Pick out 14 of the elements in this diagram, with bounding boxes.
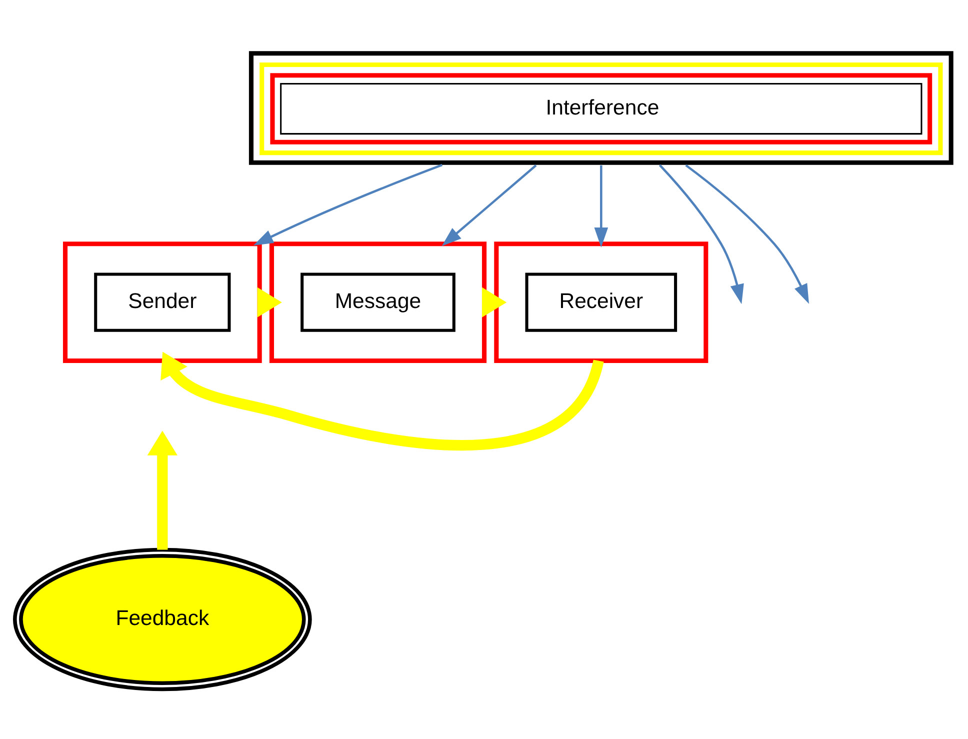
arrow [594, 164, 608, 247]
arrow [442, 164, 537, 246]
node-box: Receiver [525, 272, 678, 332]
node-box: Sender [94, 272, 231, 332]
arrow [147, 430, 178, 550]
arrow [658, 164, 744, 304]
cluster [494, 241, 708, 363]
arrow [482, 286, 507, 317]
arrow [253, 163, 443, 245]
node-box: Message [300, 272, 456, 332]
arrow [257, 286, 282, 317]
node-ellipse: Feedback [12, 547, 312, 691]
arrow [160, 351, 604, 450]
arrow [685, 164, 809, 304]
